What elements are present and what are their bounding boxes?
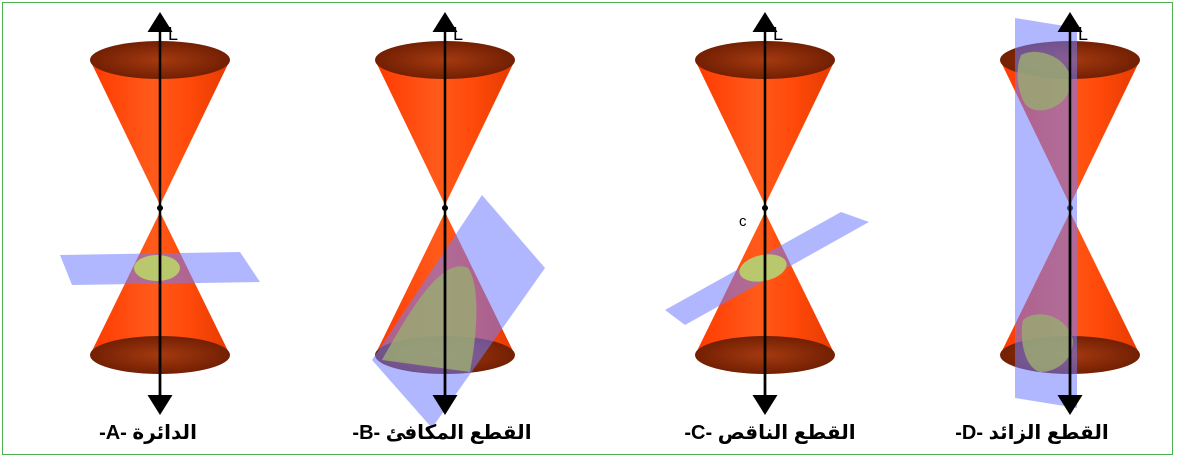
panel-b-parabola-diagram: L bbox=[372, 12, 545, 428]
axis-label: L bbox=[168, 24, 178, 44]
axis-label: L bbox=[773, 24, 783, 44]
caption-a: -A- الدائرة bbox=[99, 422, 197, 444]
axis-label: L bbox=[1078, 24, 1088, 44]
hyperbola-upper-branch bbox=[1017, 51, 1072, 111]
axis-label: L bbox=[453, 24, 463, 44]
panel-d-hyperbola-diagram: L bbox=[1000, 12, 1140, 415]
circle-section bbox=[134, 255, 180, 281]
hyperbola-lower-branch bbox=[1021, 314, 1073, 372]
parabola-section bbox=[382, 266, 477, 372]
vertex-label: c bbox=[739, 213, 747, 230]
caption-b: -B- القطع المكافئ bbox=[352, 422, 532, 444]
caption-d: -D- القطع الزائد bbox=[955, 422, 1109, 444]
ellipse-section bbox=[739, 254, 787, 282]
panel-a-circle-diagram: L bbox=[60, 12, 260, 415]
caption-c: -C- القطع الناقص bbox=[684, 422, 856, 444]
cutting-plane bbox=[1015, 18, 1077, 408]
panel-c-ellipse-diagram: c L bbox=[665, 12, 869, 415]
